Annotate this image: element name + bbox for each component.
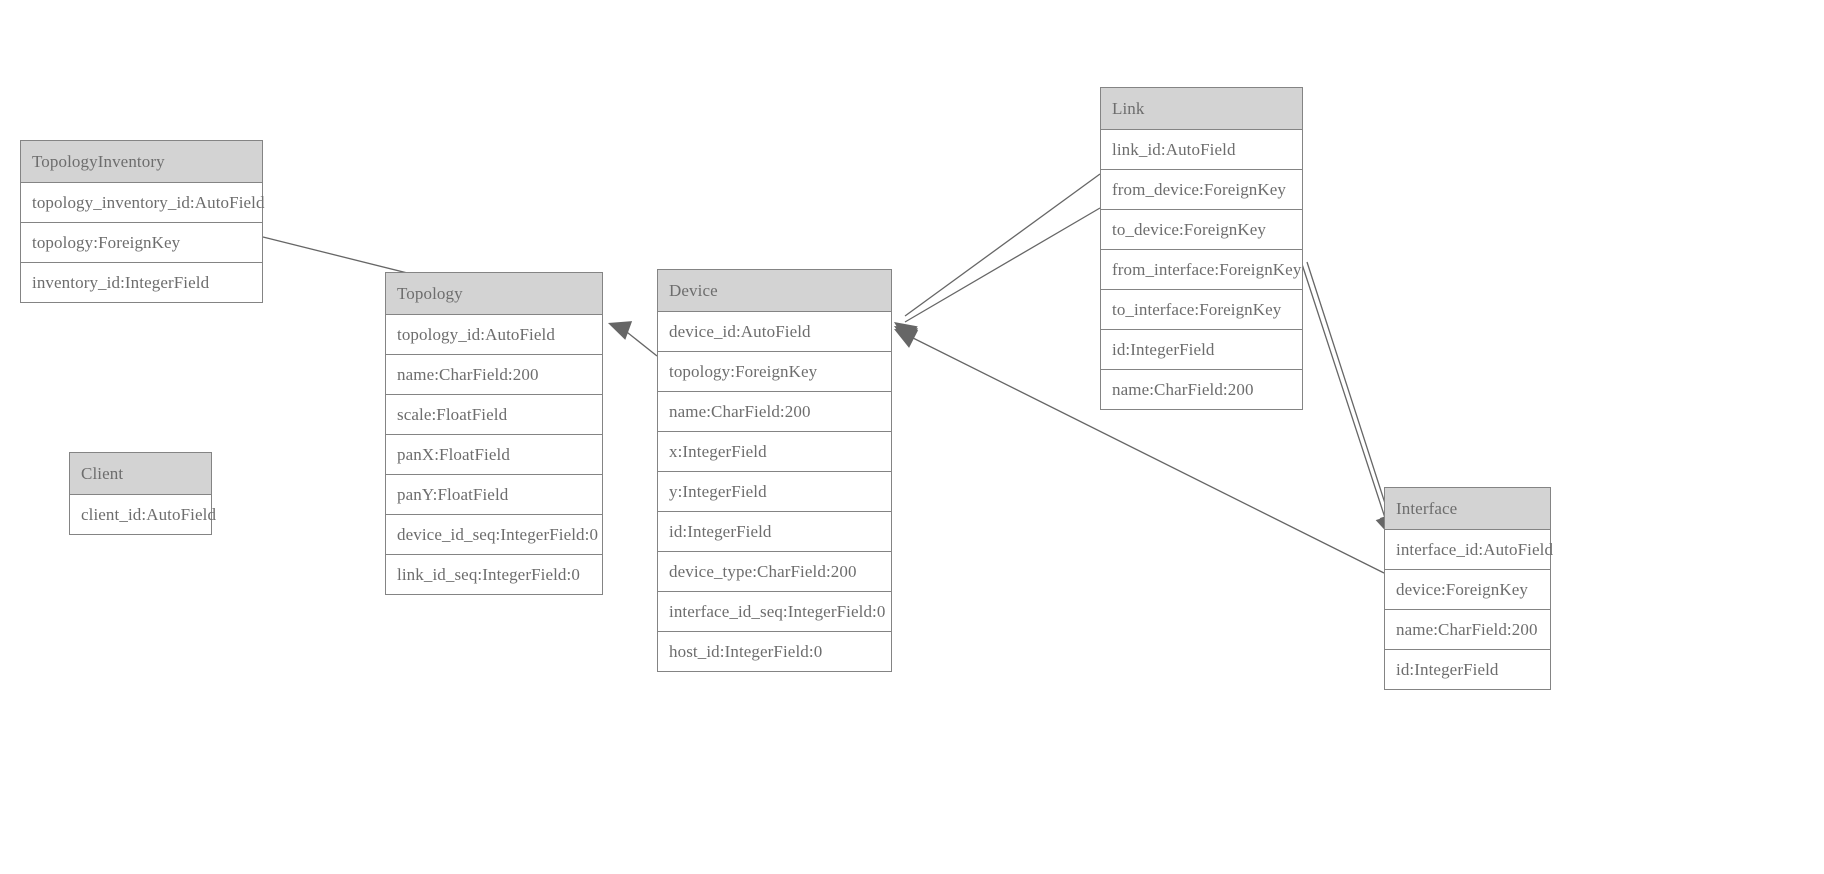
relationship-line-device-topology [617, 324, 658, 357]
entity-field-device-5[interactable]: id:IntegerField [658, 512, 891, 552]
entity-field-topology-0[interactable]: topology_id:AutoField [386, 315, 602, 355]
entity-field-topologyinventory-2[interactable]: inventory_id:IntegerField [21, 263, 262, 302]
relationship-arrowhead-device-topology [608, 321, 633, 340]
entity-field-device-2[interactable]: name:CharField:200 [658, 392, 891, 432]
entity-field-interface-0[interactable]: interface_id:AutoField [1385, 530, 1553, 570]
entity-title-link: Link [1101, 88, 1302, 130]
relationship-line-link-to-device [904, 207, 1101, 323]
entity-field-device-0[interactable]: device_id:AutoField [658, 312, 891, 352]
entity-field-device-6[interactable]: device_type:CharField:200 [658, 552, 891, 592]
entity-field-device-7[interactable]: interface_id_seq:IntegerField:0 [658, 592, 891, 632]
relationship-line-link-from-interface [1299, 257, 1389, 528]
entity-field-link-6[interactable]: name:CharField:200 [1101, 370, 1302, 409]
entity-field-topology-5[interactable]: device_id_seq:IntegerField:0 [386, 515, 602, 555]
relationship-link-to-device [894, 207, 1101, 346]
relationship-arrowhead-interface-device [894, 329, 919, 348]
entity-field-interface-1[interactable]: device:ForeignKey [1385, 570, 1550, 610]
entity-title-client: Client [70, 453, 211, 495]
entity-field-topology-2[interactable]: scale:FloatField [386, 395, 602, 435]
entity-field-interface-2[interactable]: name:CharField:200 [1385, 610, 1550, 650]
entity-field-topologyinventory-1[interactable]: topology:ForeignKey [21, 223, 262, 263]
entity-field-device-4[interactable]: y:IntegerField [658, 472, 891, 512]
entity-title-device: Device [658, 270, 891, 312]
entity-title-interface: Interface [1385, 488, 1550, 530]
entity-field-topology-3[interactable]: panX:FloatField [386, 435, 602, 475]
relationship-device-topology [608, 321, 658, 357]
entity-field-link-5[interactable]: id:IntegerField [1101, 330, 1302, 370]
relationship-line-link-from-device [904, 173, 1101, 317]
entity-field-topology-4[interactable]: panY:FloatField [386, 475, 602, 515]
entity-title-topologyinventory: TopologyInventory [21, 141, 262, 183]
entity-field-client-0[interactable]: client_id:AutoField [70, 495, 216, 534]
entity-field-device-3[interactable]: x:IntegerField [658, 432, 891, 472]
entity-field-device-1[interactable]: topology:ForeignKey [658, 352, 891, 392]
entity-field-link-4[interactable]: to_interface:ForeignKey [1101, 290, 1302, 330]
relationship-arrowhead-link-to-device [894, 326, 919, 346]
entity-field-topologyinventory-0[interactable]: topology_inventory_id:AutoField [21, 183, 264, 223]
entity-field-link-1[interactable]: from_device:ForeignKey [1101, 170, 1302, 210]
entity-field-topology-1[interactable]: name:CharField:200 [386, 355, 602, 395]
entity-field-device-8[interactable]: host_id:IntegerField:0 [658, 632, 891, 671]
entity-field-link-0[interactable]: link_id:AutoField [1101, 130, 1302, 170]
entity-field-interface-3[interactable]: id:IntegerField [1385, 650, 1550, 689]
entity-title-topology: Topology [386, 273, 602, 315]
entity-field-topology-6[interactable]: link_id_seq:IntegerField:0 [386, 555, 602, 594]
entity-field-link-2[interactable]: to_device:ForeignKey [1101, 210, 1302, 250]
relationship-link-from-device [894, 173, 1101, 343]
entity-field-link-3[interactable]: from_interface:ForeignKey [1101, 250, 1302, 290]
relationship-line-link-to-interface [1306, 261, 1393, 526]
relationship-arrowhead-link-from-device [894, 322, 918, 343]
